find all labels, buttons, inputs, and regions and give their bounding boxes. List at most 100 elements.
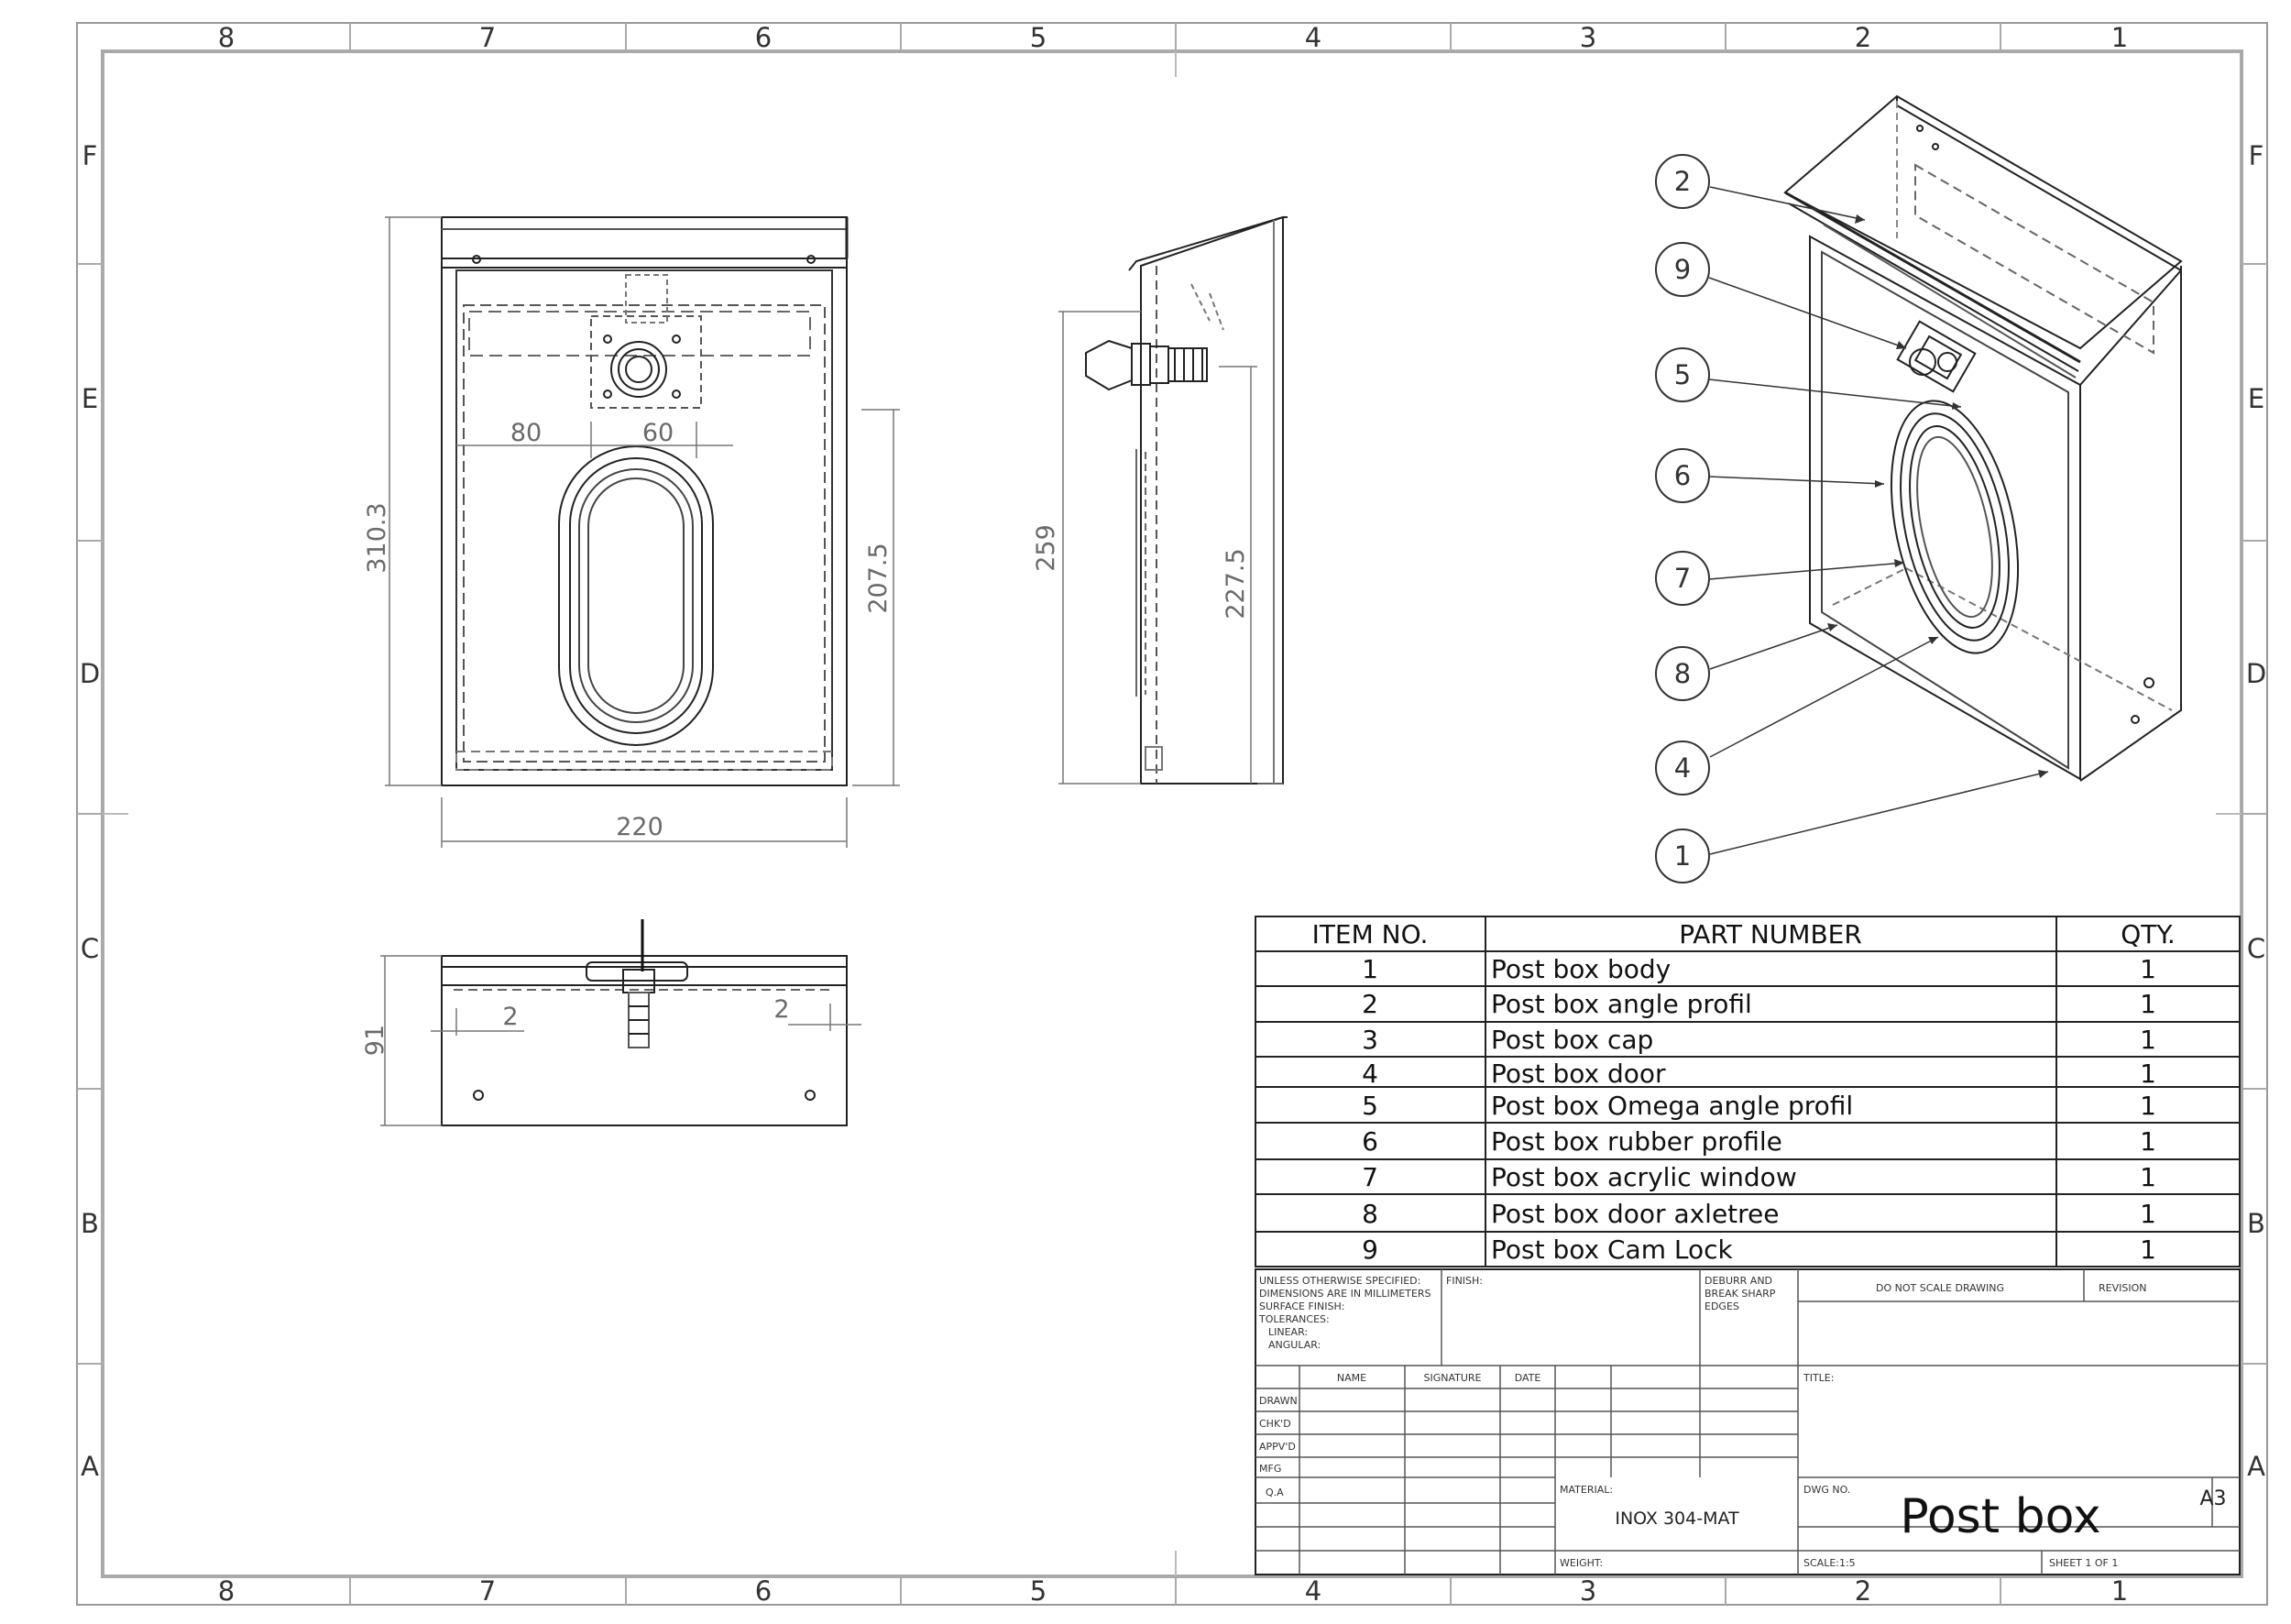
top-depth-dimension: 91 [361,1025,389,1056]
zone-col-label: 2 [1855,22,1871,53]
zone-col-label: 1 [2111,1575,2128,1607]
table-row: 8 Post box door axletree 1 [1362,1199,2156,1229]
note-line: UNLESS OTHERWISE SPECIFIED: [1259,1275,1420,1287]
table-row: 7 Post box acrylic window 1 [1362,1162,2156,1192]
bom-item-no: 5 [1362,1091,1378,1121]
zone-labels: 8 7 6 5 4 3 2 1 8 7 6 5 4 3 2 1 F E D C … [80,22,2266,1607]
bom-qty: 1 [2140,1059,2156,1089]
sign-row-approved: APPV'D [1259,1441,1296,1453]
bom-part-number: Post box door axletree [1491,1199,1780,1229]
weight-label: WEIGHT: [1560,1557,1603,1569]
bom-item-no: 2 [1362,989,1378,1019]
bom-qty: 1 [2140,1091,2156,1121]
table-row: 1 Post box body 1 [1362,954,2156,984]
zone-col-label: 6 [755,22,772,53]
signature-table: NAME SIGNATURE DATE DRAWN CHK'D APPV'D M… [1259,1372,1540,1498]
bom-part-number: Post box Omega angle profil [1491,1091,1853,1121]
bom-qty: 1 [2140,1199,2156,1229]
zone-col-label: 4 [1305,1575,1321,1607]
bom-item-no: 6 [1362,1126,1378,1157]
zone-col-label: 7 [479,22,496,53]
dwg-no-value: Post box [1900,1489,2100,1544]
top-view [441,919,848,1126]
deburr-line: DEBURR AND [1705,1275,1772,1287]
bom-part-number: Post box angle profil [1491,989,1752,1019]
zone-col-label: 3 [1580,1575,1596,1607]
balloon-item-6: 6 [1674,460,1691,491]
sign-header-name: NAME [1337,1372,1366,1384]
deburr-line: BREAK SHARP [1705,1288,1776,1300]
note-line: SURFACE FINISH: [1259,1300,1344,1312]
front-view [441,216,849,786]
sheet-size: A3 [2199,1487,2226,1510]
bom-part-number: Post box Cam Lock [1491,1234,1734,1265]
zone-col-label: 4 [1305,22,1321,53]
sheet-number: SHEET 1 OF 1 [2049,1557,2118,1569]
do-not-scale-label: DO NOT SCALE DRAWING [1876,1282,2004,1294]
note-line: DIMENSIONS ARE IN MILLIMETERS [1259,1288,1431,1300]
side-inner-height-dimension: 227.5 [1222,548,1250,619]
zone-col-label: 6 [755,1575,772,1607]
note-line: ANGULAR: [1268,1339,1321,1351]
sign-row-drawn: DRAWN [1259,1395,1298,1407]
sign-header-signature: SIGNATURE [1423,1372,1481,1384]
zone-col-label: 2 [1855,1575,1871,1607]
bom-part-number: Post box body [1491,954,1671,984]
zone-row-label: C [2247,933,2265,964]
balloon-circles [1655,154,1710,883]
isometric-view [1783,94,2183,782]
balloon-item-9: 9 [1674,254,1691,285]
zone-col-label: 7 [479,1575,496,1607]
bom-qty: 1 [2140,954,2156,984]
zone-ticks [77,23,2267,1605]
side-view-dimensions [1058,311,1283,785]
bom-table-rows: 1 Post box body 1 2 Post box angle profi… [1362,954,2156,1265]
bom-qty: 1 [2140,989,2156,1019]
sheet-border [76,22,2268,1606]
front-slot-offset-dimension: 60 [642,419,674,447]
zone-row-label: B [2247,1208,2265,1239]
bom-part-number: Post box rubber profile [1491,1126,1782,1157]
table-row: 2 Post box angle profil 1 [1362,989,2156,1019]
bom-part-number: Post box acrylic window [1491,1162,1797,1192]
dwg-no-label: DWG NO. [1803,1484,1850,1496]
zone-row-label: A [81,1451,99,1482]
title-block-notes: UNLESS OTHERWISE SPECIFIED: DIMENSIONS A… [1258,1275,2146,1351]
zone-col-label: 8 [218,1575,235,1607]
balloon-item-2: 2 [1674,166,1691,197]
sign-row-checked: CHK'D [1259,1418,1291,1430]
balloon-numbers: 2 9 5 6 7 8 4 1 [1674,166,1691,872]
top-view-dimensions [380,955,861,1126]
bom-part-number: Post box door [1491,1059,1666,1089]
zone-col-label: 1 [2111,22,2128,53]
bom-item-no: 1 [1362,954,1378,984]
balloon-item-5: 5 [1674,359,1691,390]
zone-col-label: 5 [1030,1575,1047,1607]
bom-header-item: ITEM NO. [1312,919,1429,949]
scale-label: SCALE:1:5 [1803,1557,1856,1569]
bom-header-part: PART NUMBER [1679,919,1862,949]
bom-qty: 1 [2140,1025,2156,1055]
title-block-fields: TITLE: MATERIAL: INOX 304-MAT DWG NO. Po… [1560,1372,2227,1569]
table-row: 6 Post box rubber profile 1 [1362,1126,2156,1157]
front-view-dimensions [385,216,900,848]
zone-row-label: B [81,1208,99,1239]
zone-row-label: C [81,933,99,964]
finish-label: FINISH: [1446,1275,1483,1287]
bom-qty: 1 [2140,1234,2156,1265]
zone-row-label: D [2246,658,2266,689]
note-line: LINEAR: [1268,1326,1308,1338]
title-block-grid [1255,1268,2241,1575]
bom-item-no: 4 [1362,1059,1378,1089]
table-row: 9 Post box Cam Lock 1 [1362,1234,2156,1265]
table-row: 3 Post box cap 1 [1362,1025,2156,1055]
front-height-dimension: 310.3 [363,502,391,573]
deburr-line: EDGES [1705,1300,1739,1312]
sign-row-qa: Q.A [1266,1487,1284,1498]
bom-part-number: Post box cap [1491,1025,1653,1055]
balloon-item-1: 1 [1674,840,1691,872]
note-line: TOLERANCES: [1258,1313,1330,1325]
front-width-dimension: 220 [616,813,663,841]
side-height-dimension: 259 [1032,524,1060,572]
